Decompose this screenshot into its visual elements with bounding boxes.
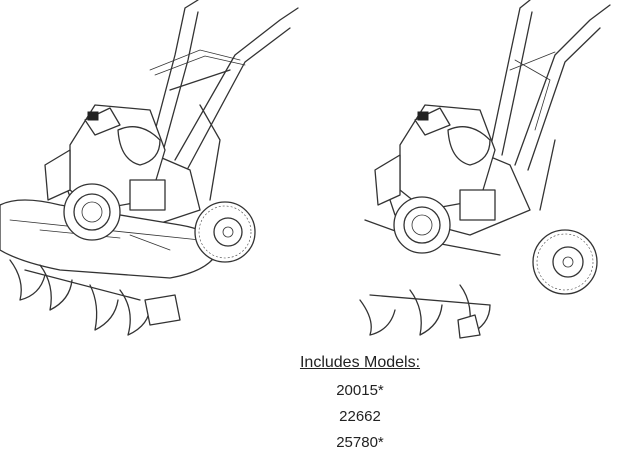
garden-tiller-rear-tines-icon — [0, 0, 299, 336]
model-number: 25780* — [336, 434, 384, 451]
tiller-illustration-left — [0, 0, 300, 345]
model-number: 22662 — [339, 408, 381, 425]
tiller-illustration-right — [340, 0, 640, 345]
model-list: 20015* 22662 25780* — [290, 378, 430, 456]
garden-tiller-front-wheel-icon — [359, 0, 611, 339]
models-section: Includes Models: 20015* 22662 25780* — [290, 348, 430, 456]
models-heading: Includes Models: — [299, 354, 421, 371]
model-number: 20015* — [336, 382, 384, 399]
